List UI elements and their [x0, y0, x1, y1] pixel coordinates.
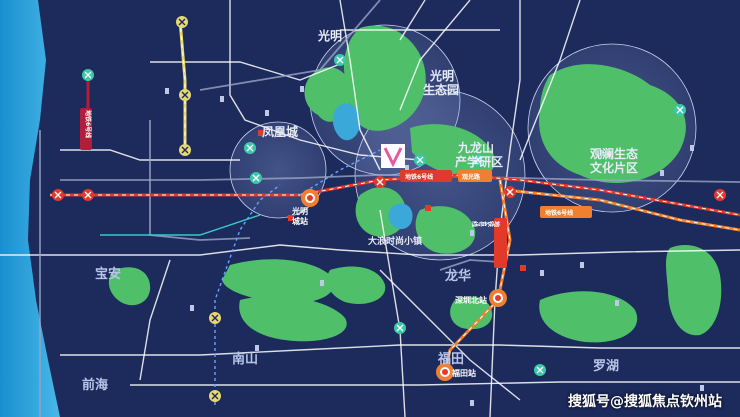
label-luohu: 罗湖	[593, 359, 619, 374]
metro-icon	[179, 89, 191, 101]
label-baoan: 宝安	[95, 266, 121, 282]
label-fenghuang: 凤凰城	[262, 124, 298, 139]
metro-line-yellow	[178, 19, 187, 150]
line-tag-guanguang: 观光路	[458, 170, 492, 182]
metro-icon	[209, 390, 221, 402]
metro-icon	[250, 172, 262, 184]
hospital-icons	[258, 130, 526, 271]
metro-icon	[472, 154, 484, 166]
svg-text:地铁6号线: 地铁6号线	[545, 209, 573, 217]
metro-icon	[82, 189, 94, 201]
metro-icon	[504, 186, 516, 198]
sea-area	[0, 0, 60, 417]
label-shenzhen-north-station: 深圳北站	[455, 295, 487, 305]
label-nanshan: 南山	[232, 351, 258, 367]
metro-icon	[244, 142, 256, 154]
metro-station-icons	[52, 16, 726, 402]
metro-icon	[374, 176, 386, 188]
watermark: 搜狐号@搜狐焦点钦州站	[568, 394, 722, 410]
metro-line-teal	[100, 214, 261, 236]
label-qianhai: 前海	[82, 377, 108, 393]
metro-icon	[82, 69, 94, 81]
hub-icon-shenzhen-north	[489, 289, 507, 307]
label-futian-station: 福田站	[451, 368, 476, 378]
roads-gray	[39, 0, 740, 417]
metro-icon	[209, 312, 221, 324]
svg-text:地铁4号线: 地铁4号线	[471, 220, 501, 227]
label-guangming-city-station: 光明城站	[291, 206, 308, 226]
metro-icon	[534, 364, 546, 376]
hub-station-icons	[301, 189, 507, 381]
line-tag-metro4: 地铁4号线	[471, 218, 507, 268]
line-tag-metro6-top: 地铁6号线	[400, 170, 452, 182]
metro-icon	[714, 189, 726, 201]
lakes	[332, 103, 413, 230]
metro-line-orange-right	[504, 188, 740, 232]
svg-text:地铁6号线: 地铁6号线	[405, 173, 433, 181]
svg-text:观光路: 观光路	[462, 173, 481, 181]
metro-icon	[176, 16, 188, 28]
metro-icon	[334, 54, 346, 66]
metro-line-blue-dotted	[214, 149, 381, 405]
metro-icon	[179, 144, 191, 156]
metro-icon	[394, 322, 406, 334]
label-jiulongshan: 九龙山产学研区	[455, 140, 503, 169]
project-logo	[381, 144, 405, 168]
label-guangming: 光明	[317, 28, 342, 43]
hub-icon-guangming	[301, 189, 319, 207]
line-tag-metro6-left: 地铁6号线	[80, 108, 92, 150]
green-areas	[108, 25, 722, 343]
label-guangming-eco: 光明生态园	[423, 68, 459, 97]
metro-icon	[52, 189, 64, 201]
label-futian: 福田	[437, 351, 464, 367]
metro-icon	[414, 154, 426, 166]
label-dalang: 大浪时尚小镇	[368, 235, 422, 247]
label-longhua: 龙华	[445, 268, 471, 284]
label-guanlan: 观澜生态文化片区	[590, 146, 638, 175]
svg-text:地铁6号线: 地铁6号线	[84, 110, 92, 138]
line-tag-metro6-right: 地铁6号线	[540, 206, 592, 218]
metro-icon	[674, 104, 686, 116]
hub-icon-futian	[436, 363, 454, 381]
